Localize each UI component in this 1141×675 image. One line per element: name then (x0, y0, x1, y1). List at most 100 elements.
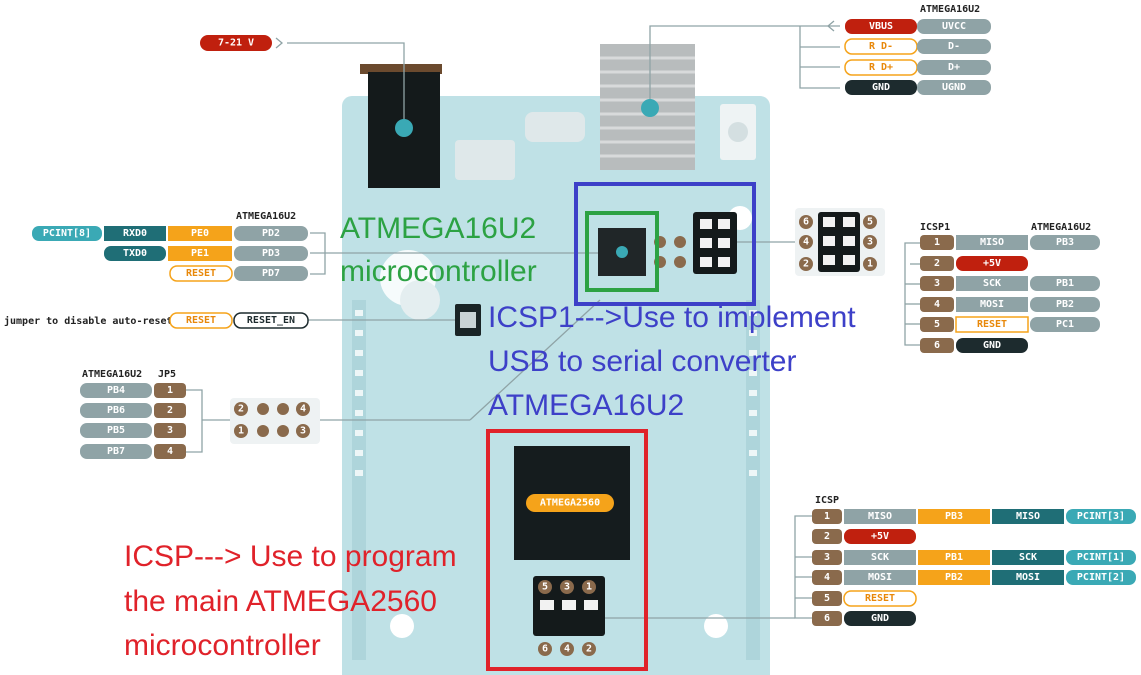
jp5-pb4: PB4 (107, 385, 125, 396)
atmega16u2-highlight-box (585, 211, 659, 292)
icsp-header: ICSP (815, 495, 839, 506)
txd0-label: TXD0 (123, 248, 147, 259)
usb-dplus: D+ (948, 62, 960, 73)
icsp-num-2: 2 (824, 531, 830, 542)
jp5-num-4: 4 (167, 446, 173, 457)
jp5-num-2: 2 (167, 405, 173, 416)
icsp-pin-table: 1 MISO PB3 MISO PCINT[3] 2 +5V 3 SCK PB1… (812, 509, 1136, 626)
jp5-pad-4: 4 (300, 404, 306, 415)
icsp1-zoom-num-3: 3 (867, 237, 873, 248)
icsp1-header-a: ICSP1 (920, 222, 950, 233)
icsp-board-num-1: 1 (586, 582, 592, 593)
icsp-num-3: 3 (824, 552, 830, 563)
icsp-pcint2: PCINT[2] (1077, 572, 1125, 583)
icsp1-pb2: PB2 (1056, 299, 1074, 310)
icsp-board-num-3: 3 (564, 582, 570, 593)
note-red-line1: ICSP---> Use to program (124, 540, 457, 573)
jumper-caption: jumper to disable auto-reset (4, 315, 173, 327)
icsp1-zoom-num-4: 4 (803, 237, 809, 248)
pe1-label: PE1 (191, 248, 209, 259)
jp5-pad-3: 3 (300, 426, 306, 437)
note-blue-line1: ICSP1--->Use to implement (488, 301, 856, 334)
icsp-num-6: 6 (824, 613, 830, 624)
jp5-num-3: 3 (167, 425, 173, 436)
icsp-5v: +5V (871, 531, 889, 542)
pe0-label: PE0 (191, 228, 209, 239)
icsp-func-mosi: MOSI (1016, 572, 1040, 583)
jp5-header-a: ATMEGA16U2 (82, 369, 142, 380)
icsp-board-num-5: 5 (542, 582, 548, 593)
icsp1-header (693, 212, 737, 274)
jumper-reset: RESET (186, 315, 216, 326)
usb-pin-table: VBUS UVCC R D- D- R D+ D+ GND UGND (826, 19, 991, 95)
icsp1-pb3: PB3 (1056, 237, 1074, 248)
note-red-line2: the main ATMEGA2560 (124, 585, 437, 618)
note-blue-line3: ATMEGA16U2 (488, 389, 684, 422)
pd7-label: PD7 (262, 268, 280, 279)
usb-dminus: D- (948, 41, 960, 52)
connector-lines (186, 25, 920, 619)
jp5-pads (230, 398, 320, 444)
jp5-pin-table: PB4 1 PB6 2 PB5 3 PB7 4 (80, 383, 186, 459)
icsp-num-5: 5 (824, 593, 830, 604)
icsp-pcint3: PCINT[3] (1077, 511, 1125, 522)
icsp1-highlight-box (574, 182, 756, 306)
icsp1-num-6: 6 (934, 340, 940, 351)
usb-ugnd: UGND (942, 82, 966, 93)
icsp1-5v: +5V (983, 258, 1001, 269)
atmega2560-label: ATMEGA2560 (540, 498, 600, 509)
icsp1-sck: SCK (983, 278, 1001, 289)
note-red-line3: microcontroller (124, 629, 321, 662)
jumper-reset-en: RESET_EN (247, 315, 295, 326)
note-blue-line2: USB to serial converter (488, 345, 796, 378)
icsp-num-4: 4 (824, 572, 830, 583)
left-pin-table: PCINT[8] RXD0 PE0 PD2 TXD0 PE1 PD3 RESET… (32, 226, 308, 282)
icsp-gnd: GND (871, 613, 889, 624)
icsp-num-1: 1 (824, 511, 830, 522)
icsp1-pb1: PB1 (1056, 278, 1074, 289)
icsp1-zoom-num-5: 5 (867, 217, 873, 228)
icsp1-zoom-num-6: 6 (803, 217, 809, 228)
usb-header: ATMEGA16U2 (920, 4, 980, 15)
icsp-board-num-6: 6 (542, 644, 548, 655)
note-green-line1: ATMEGA16U2 (340, 212, 536, 245)
usb-vbus: VBUS (869, 21, 893, 32)
power-label-text: 7-21 V (218, 38, 254, 49)
icsp-sck: SCK (871, 552, 889, 563)
pcint8-label: PCINT[8] (43, 228, 91, 239)
reset-label-left: RESET (186, 268, 216, 279)
icsp1-num-3: 3 (934, 278, 940, 289)
power-pin-label: 7-21 V (200, 35, 284, 51)
icsp1-zoom-num-2: 2 (803, 259, 809, 270)
icsp1-zoom-header: 6 5 4 3 2 1 (795, 208, 885, 276)
usb-marker (641, 99, 659, 117)
note-green-line2: microcontroller (340, 255, 537, 288)
mounting-hole (704, 614, 728, 638)
icsp1-reset: RESET (977, 319, 1007, 330)
icsp-pb3: PB3 (945, 511, 963, 522)
rxd0-label: RXD0 (123, 228, 147, 239)
jp5-pad-numbers: 2 4 1 3 (238, 404, 306, 437)
jp5-pad-1: 1 (238, 426, 244, 437)
icsp1-num-4: 4 (934, 299, 940, 310)
icsp-func-miso: MISO (1016, 511, 1040, 522)
icsp-miso: MISO (868, 511, 892, 522)
usb-uvcc: UVCC (942, 21, 966, 32)
icsp1-num-1: 1 (934, 237, 940, 248)
icsp1-num-5: 5 (934, 319, 940, 330)
jp5-pb6: PB6 (107, 405, 125, 416)
jp5-pb5: PB5 (107, 425, 125, 436)
jp5-num-1: 1 (167, 385, 173, 396)
left-pins-header: ATMEGA16U2 (236, 211, 296, 222)
icsp-reset: RESET (865, 593, 895, 604)
icsp1-pin-table: 1 MISO PB3 2 +5V 3 SCK PB1 4 MOSI PB2 5 … (920, 235, 1100, 353)
icsp-func-sck: SCK (1019, 552, 1037, 563)
icsp1-pc1: PC1 (1056, 319, 1074, 330)
icsp1-gnd: GND (983, 340, 1001, 351)
icsp-pcint1: PCINT[1] (1077, 552, 1125, 563)
icsp1-num-2: 2 (934, 258, 940, 269)
pd3-label: PD3 (262, 248, 280, 259)
jumper-pin-table: RESET RESET_EN (169, 312, 309, 329)
jp5-pb7: PB7 (107, 446, 125, 457)
